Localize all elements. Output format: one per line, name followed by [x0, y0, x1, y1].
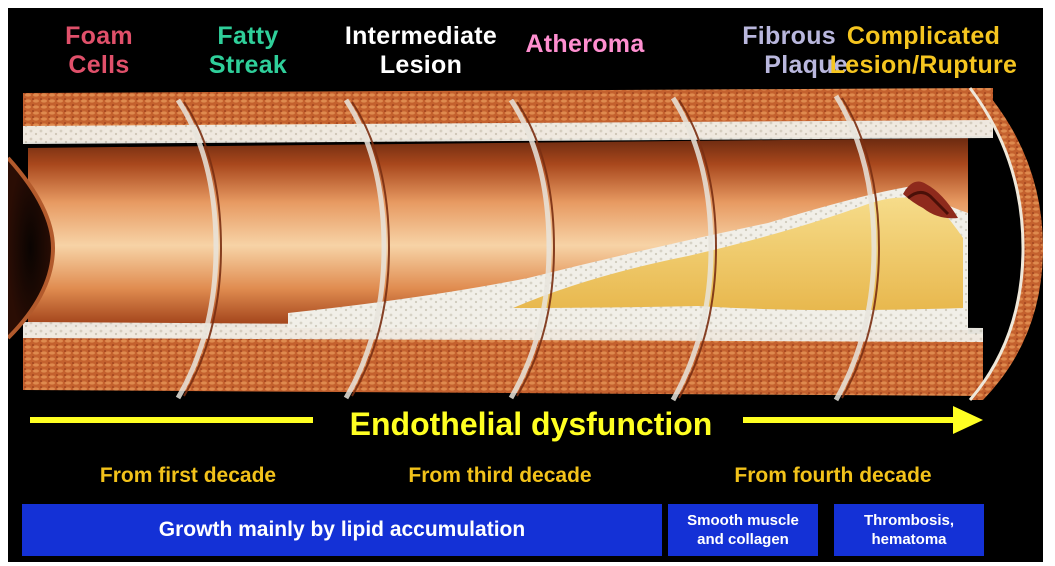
box-smooth-muscle: Smooth muscle and collagen	[668, 504, 818, 556]
box-text-line2: and collagen	[697, 530, 789, 549]
arrow-label: Endothelial dysfunction	[331, 406, 731, 443]
box-text: Growth mainly by lipid accumulation	[159, 518, 525, 542]
box-text-line1: Thrombosis,	[864, 511, 954, 530]
arrow-head-icon	[953, 406, 983, 434]
box-thrombosis: Thrombosis, hematoma	[834, 504, 984, 556]
box-text-line1: Smooth muscle	[687, 511, 799, 530]
box-text-line2: hematoma	[871, 530, 946, 549]
diagram-panel: Foam Cells Fatty Streak Intermediate Les…	[8, 8, 1043, 562]
box-lipid-accumulation: Growth mainly by lipid accumulation	[22, 504, 662, 556]
decade-label-first: From first decade	[58, 464, 318, 488]
decade-label-fourth: From fourth decade	[688, 464, 978, 488]
decade-label-third: From third decade	[370, 464, 630, 488]
